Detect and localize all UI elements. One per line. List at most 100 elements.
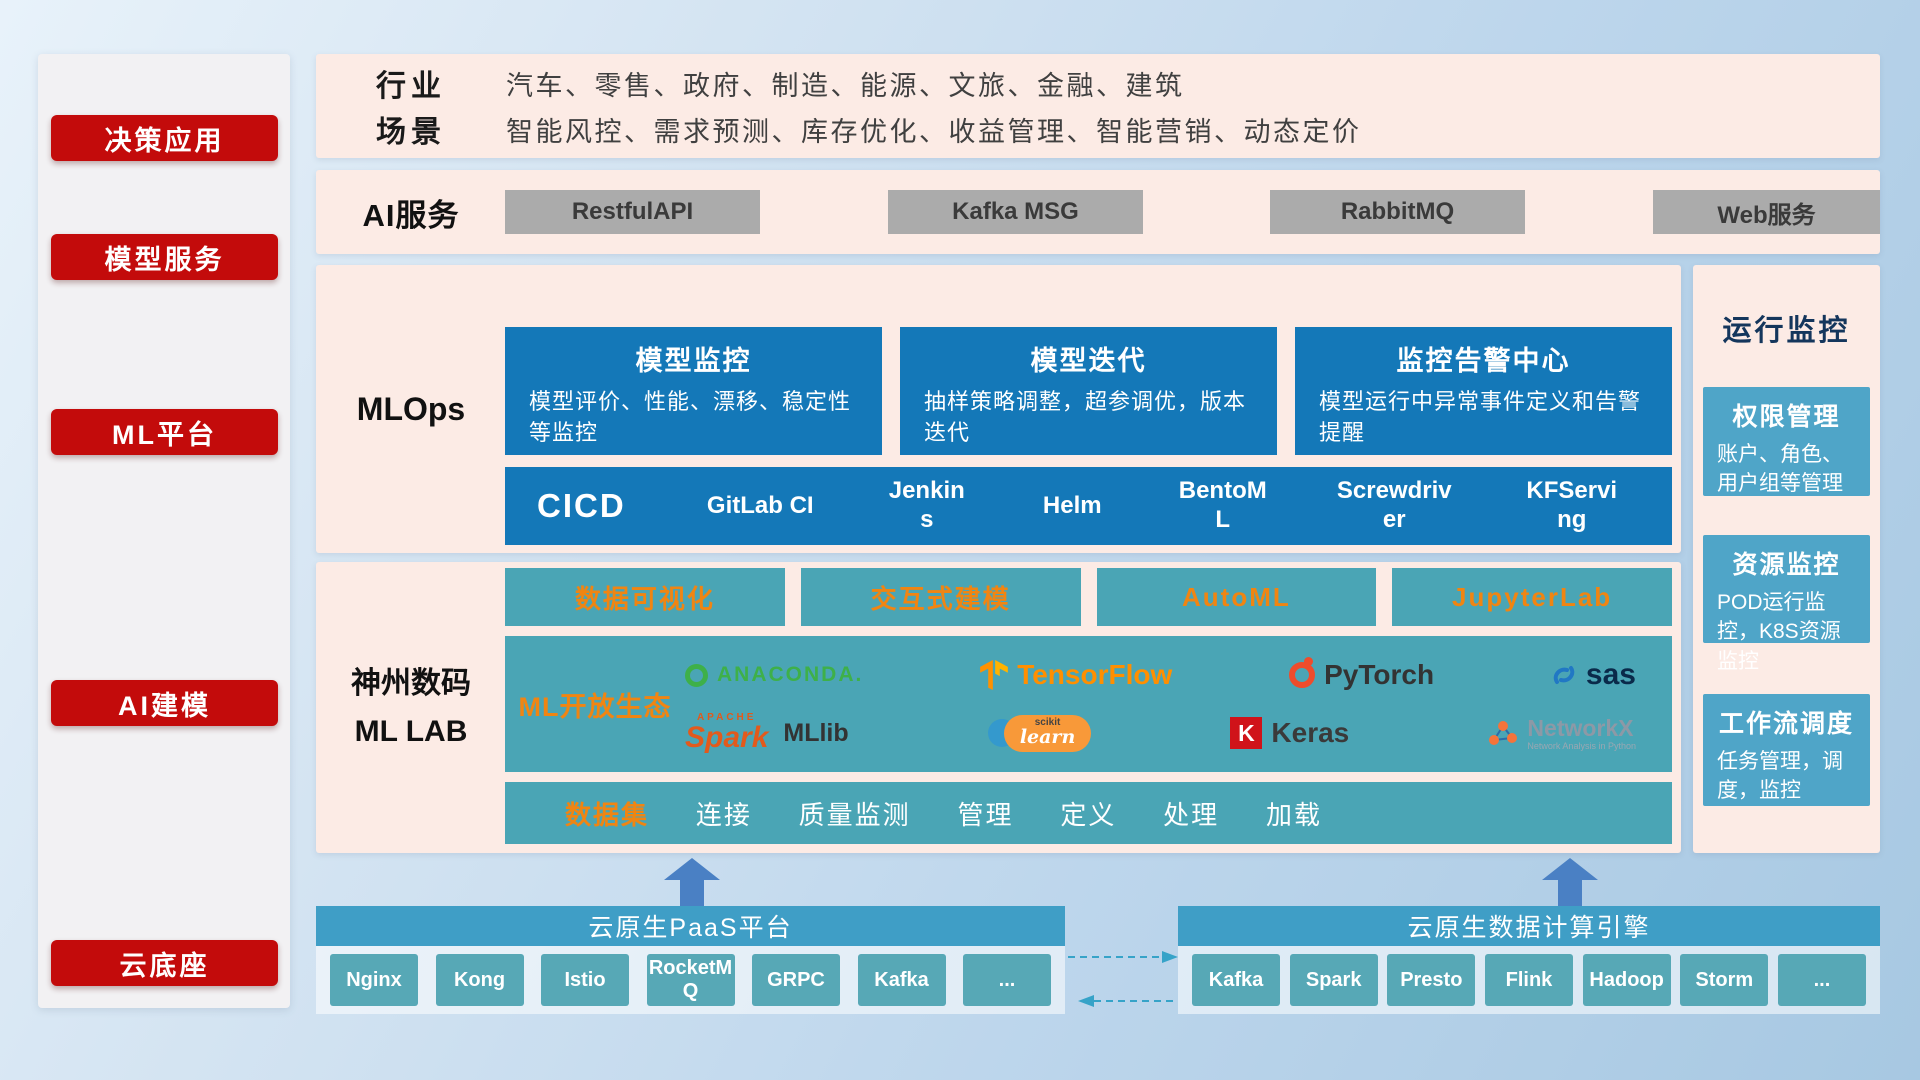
permission-management-title: 权限管理 [1732,403,1841,431]
mllab-label-line1: 神州数码 [351,666,471,700]
scikit-label: scikit [1034,716,1061,728]
paas-platform-group: 云原生PaaS平台 Nginx Kong Istio RocketMQ GRPC… [316,906,1065,1014]
scikit-learn-badge: scikit learn [1003,714,1092,752]
alert-center-desc: 模型运行中异常事件定义和告警提醒 [1319,389,1642,445]
engine-presto-button: Presto [1387,954,1476,1006]
kafka-msg-button: Kafka MSG [888,190,1143,234]
mllab-tabs: 数据可视化 交互式建模 AutoML JupyterLab [505,568,1672,626]
ai-service-panel: AI服务 RestfulAPI Kafka MSG RabbitMQ Web服务 [316,170,1880,254]
permission-management-desc: 账户、角色、用户组等管理 [1717,443,1843,496]
mllab-label: 神州数码 ML LAB [316,562,506,853]
tensorflow-label: TensorFlow [1017,659,1173,690]
engine-storm-button: Storm [1680,954,1769,1006]
keras-icon: K [1230,717,1263,749]
workflow-schedule-box: 工作流调度 任务管理，调度，监控 [1703,694,1870,806]
mllib-label: MLlib [783,718,849,747]
industry-scene-panel: 行业 汽车、零售、政府、制造、能源、文旅、金融、建筑 场景 智能风控、需求预测、… [316,54,1880,158]
jenkins-item: Jenkins [888,477,965,533]
bentoml-item: BentoML [1178,477,1267,533]
scene-row: 场景 智能风控、需求预测、库存优化、收益管理、智能营销、动态定价 [316,106,1880,152]
run-monitor-panel: 运行监控 权限管理 账户、角色、用户组等管理 资源监控 POD运行监控，K8S资… [1693,265,1880,853]
screwdriver-item: Screwdriver [1336,477,1452,533]
scikit-learn-logo: scikit learn [987,714,1092,752]
ml-ecosystem-label: ML开放生态 [518,691,672,722]
spark-label: Spark [685,721,769,754]
model-monitoring-desc: 模型评价、性能、漂移、稳定性等监控 [529,389,852,445]
model-monitoring-box: 模型监控 模型评价、性能、漂移、稳定性等监控 [505,327,882,455]
tab-automl: AutoML [1096,568,1377,626]
pytorch-icon-dot [1304,657,1314,666]
badge-cloud-base: 云底座 [51,940,278,986]
dashed-arrow-right [1068,951,1178,963]
resource-monitor-box: 资源监控 POD运行监控，K8S资源监控 [1703,535,1870,673]
resource-monitor-title: 资源监控 [1732,551,1841,579]
pytorch-icon [1289,657,1316,688]
tensorflow-icon [980,660,1009,690]
engine-button-row: Kafka Spark Presto Flink Hadoop Storm ..… [1178,946,1880,1014]
workflow-schedule-desc: 任务管理，调度，监控 [1717,750,1843,803]
cicd-bar: CICD GitLab CI Jenkins Helm BentoML Scre… [505,467,1672,545]
helm-item: Helm [1042,491,1102,519]
industry-label: 行业 [376,70,446,103]
permission-management-box: 权限管理 账户、角色、用户组等管理 [1703,387,1870,496]
scene-label: 场景 [376,116,446,149]
dataset-item-quality: 质量监测 [798,799,911,830]
model-iteration-title: 模型迭代 [1030,346,1147,376]
dataset-item-define: 定义 [1060,799,1117,830]
up-arrow-left [664,858,720,906]
restfulapi-button: RestfulAPI [505,190,760,234]
anaconda-label: ANACONDA. [717,663,864,686]
alert-center-box: 监控告警中心 模型运行中异常事件定义和告警提醒 [1295,327,1672,455]
engine-hadoop-button: Hadoop [1582,954,1671,1006]
sas-icon [1553,666,1575,684]
tensorflow-logo: TensorFlow [980,659,1172,691]
engine-flink-button: Flink [1484,954,1573,1006]
mlops-panel: MLOps 模型监控 模型评价、性能、漂移、稳定性等监控 模型迭代 抽样策略调整… [316,265,1681,553]
badge-decision-application: 决策应用 [51,115,278,161]
paas-more-button: ... [963,954,1051,1006]
badge-ai-modeling: AI建模 [51,680,278,726]
apache-label: APACHE [696,712,757,723]
networkx-label: NetworkX [1527,714,1634,741]
up-arrow-right [1542,858,1598,906]
logo-row-1: ANACONDA. TensorFlow PyTorch [685,648,1636,702]
paas-button-row: Nginx Kong Istio RocketMQ GRPC Kafka ... [316,946,1065,1014]
sas-logo: sas [1551,658,1636,692]
dataset-bar: 数据集 连接 质量监测 管理 定义 处理 加载 [505,782,1672,844]
rocketmq-button: RocketMQ [646,954,735,1006]
ai-service-label: AI服务 [316,170,506,254]
data-engine-group: 云原生数据计算引擎 Kafka Spark Presto Flink Hadoo… [1178,906,1880,1014]
istio-button: Istio [541,954,629,1006]
networkx-subtitle: Network Analysis in Python [1527,741,1636,752]
mlops-label-text: MLOps [356,390,466,427]
model-monitoring-title: 模型监控 [635,346,752,376]
industry-row: 行业 汽车、零售、政府、制造、能源、文旅、金融、建筑 [316,60,1880,106]
web-service-button: Web服务 [1653,190,1880,234]
kong-button: Kong [435,954,524,1006]
run-monitor-title: 运行监控 [1722,315,1851,347]
mlops-label: MLOps [316,265,506,553]
tab-data-visualization: 数据可视化 [505,568,785,626]
model-iteration-desc: 抽样策略调整，超参调优，版本迭代 [924,389,1247,445]
cicd-label: CICD [537,487,626,524]
gitlab-ci-item: GitLab CI [706,491,814,519]
paas-platform-header: 云原生PaaS平台 [316,906,1065,946]
alert-center-title: 监控告警中心 [1396,346,1571,376]
logo-row-2: APACHE Spark MLlib scikit learn K [685,706,1636,760]
grpc-button: GRPC [752,954,840,1006]
resource-monitor-desc: POD运行监控，K8S资源监控 [1717,591,1841,673]
engine-kafka-button: Kafka [1192,954,1280,1006]
industry-list: 汽车、零售、政府、制造、能源、文旅、金融、建筑 [506,70,1185,101]
nginx-button: Nginx [330,954,418,1006]
kfserving-item: KFServing [1526,477,1618,533]
pytorch-logo: PyTorch [1289,657,1435,691]
anaconda-logo: ANACONDA. [685,663,863,687]
pytorch-label: PyTorch [1324,659,1435,690]
ai-service-label-text: AI服务 [362,197,460,233]
anaconda-icon [685,663,708,687]
mlops-boxes: 模型监控 模型评价、性能、漂移、稳定性等监控 模型迭代 抽样策略调整，超参调优，… [505,327,1672,455]
tab-interactive-modeling: 交互式建模 [800,568,1081,626]
workflow-schedule-title: 工作流调度 [1718,710,1854,738]
mllab-panel: 神州数码 ML LAB 数据可视化 交互式建模 AutoML JupyterLa… [316,562,1681,853]
dataset-item-load: 加载 [1265,799,1322,830]
